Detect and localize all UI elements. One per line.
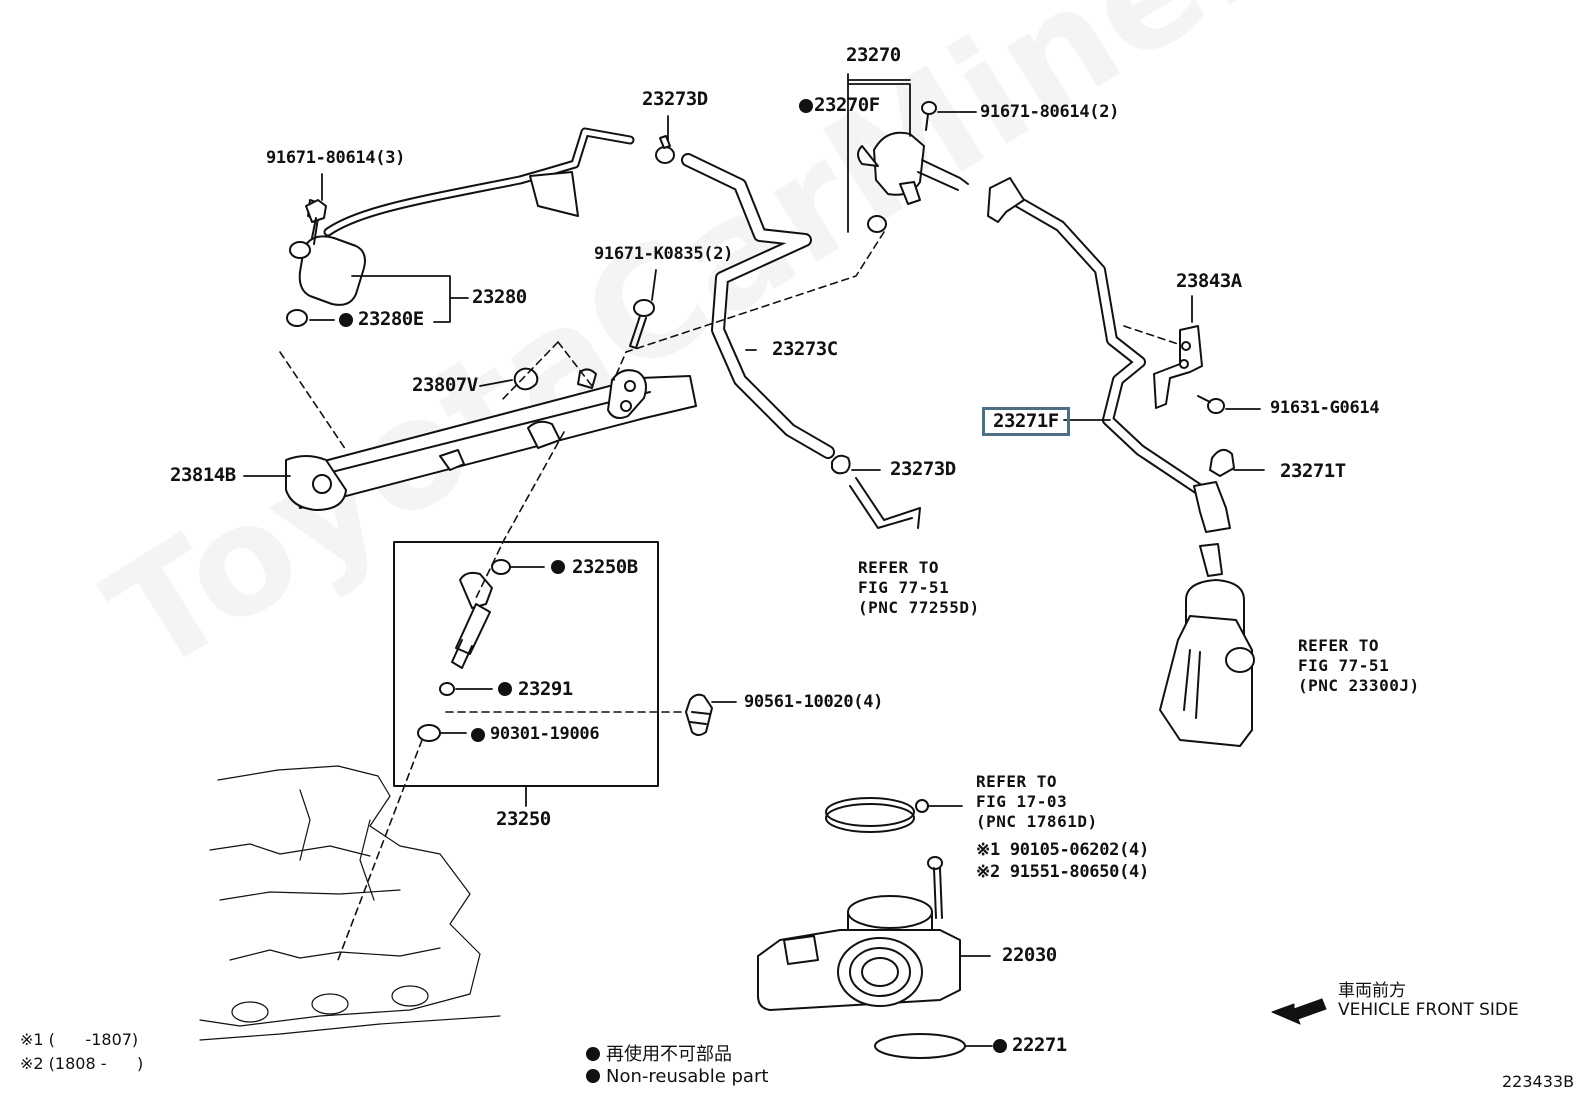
label-23273c: 23273C [772,338,838,360]
bolt-91671-80614 [305,199,327,239]
legend-period-2: ※2 (1808 - ) [20,1054,144,1073]
label-23271t: 23271T [1280,460,1346,482]
label-91671-80614-3: 91671-80614(3) [266,148,406,168]
charcoal-canister [1159,543,1255,747]
clamp-23273d-top [655,135,675,164]
insulator-23291 [439,682,455,696]
injector-box-23250 [393,541,659,787]
assembly-lines [279,231,1179,961]
vehicle-front-en: VEHICLE FRONT SIDE [1338,1000,1519,1020]
bolt-throttle [927,856,943,919]
engine-outline [199,765,501,1041]
legend-non-reusable-jp: 再使用不可部品 [586,1040,732,1066]
hose-23271f [987,177,1231,533]
vehicle-front-jp: 車両前方 [1338,981,1406,1001]
label-23280: 23280 [472,286,527,308]
leader-lines [243,73,1265,1047]
label-note2: ※2 91551-80650(4) [976,862,1149,882]
injector-23250 [451,571,493,669]
label-23270f: 23270F [814,94,880,116]
label-22030: 22030 [1002,944,1057,966]
bolt-91631-g0614 [1197,395,1225,414]
gasket-22271 [874,1033,966,1059]
fuel-rail-23814b [285,368,697,511]
label-23814b: 23814B [170,464,236,486]
non-reusable-markers [339,99,1007,1053]
label-91631-g0614: 91631-G0614 [1270,398,1380,418]
label-23273d-top: 23273D [642,88,708,110]
label-23270: 23270 [846,44,901,66]
label-23271f-highlighted[interactable]: 23271F [982,407,1070,436]
label-23291: 23291 [518,678,573,700]
fuel-tube-23280-line [323,127,635,237]
hose-clamp-fig-17-03 [825,797,929,833]
refer-fig-77-51-77255d[interactable]: REFER TO FIG 77-51 (PNC 77255D) [858,558,980,617]
bolt-91671-k0835 [629,299,655,349]
label-23273d-bottom: 23273D [890,458,956,480]
clamp-23273d-bottom [831,454,851,475]
legend-non-reusable-en: Non-reusable part [586,1066,768,1087]
diagram-id: 223433B [1502,1072,1575,1091]
o-ring-23280e [286,309,308,327]
label-23250: 23250 [496,808,551,830]
o-ring-23250b [491,559,511,575]
label-90301: 90301-19006 [490,724,600,744]
label-note1: ※1 90105-06202(4) [976,840,1149,860]
tube-to-fig-77-51 [855,477,921,529]
vehicle-front-arrow [1271,998,1327,1025]
legend-period-1: ※1 ( -1807) [20,1030,139,1049]
label-90561: 90561-10020(4) [744,692,884,712]
grommet-23807v [513,367,539,391]
label-91671-k0835: 91671-K0835(2) [594,244,734,264]
throttle-body-22030 [757,895,961,1011]
refer-fig-77-51-23300j[interactable]: REFER TO FIG 77-51 (PNC 23300J) [1298,636,1420,695]
refer-fig-17-03-17861d[interactable]: REFER TO FIG 17-03 (PNC 17861D) [976,772,1098,831]
bolt-91671-80614-vsv [921,101,937,131]
label-23250b: 23250B [572,556,638,578]
dot-icon [586,1069,600,1083]
o-ring-90301 [417,724,441,742]
label-23843a: 23843A [1176,270,1242,292]
clip-23271t [1209,448,1235,477]
label-22271: 22271 [1012,1034,1067,1056]
purge-valve-23270 [857,131,969,205]
bracket-23843a [1153,325,1203,409]
grommet-90561 [685,693,713,736]
dot-icon [586,1047,600,1061]
label-23807v: 23807V [412,374,478,396]
label-23280e: 23280E [358,308,424,330]
label-91671-80614-2: 91671-80614(2) [980,102,1120,122]
hose-23273c [681,153,835,459]
o-ring-23270f [867,215,887,233]
